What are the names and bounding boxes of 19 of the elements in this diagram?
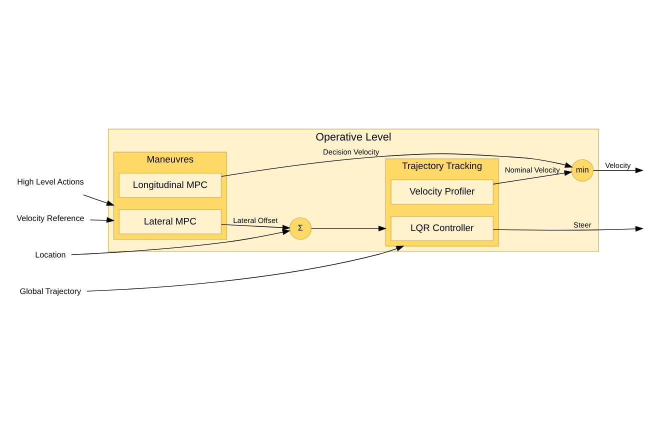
node-box: Lateral MPC [118, 209, 222, 234]
arrow [71, 229, 291, 256]
edge-label: Velocity [605, 161, 631, 170]
node-box: Longitudinal MPC [118, 172, 222, 198]
node-box: Velocity Profiler [390, 180, 494, 205]
edge-label: Decision Velocity [322, 148, 380, 157]
arrow [311, 226, 387, 232]
arrow [492, 226, 644, 232]
arrow [86, 246, 404, 292]
arrow [83, 194, 115, 206]
arrow [492, 170, 572, 184]
arrow [90, 217, 115, 223]
edge-label: Nominal Velocity [504, 165, 560, 174]
node-box: LQR Controller [390, 216, 494, 242]
edge-label: Lateral Offset [233, 216, 278, 225]
arrow [221, 224, 291, 230]
arrow [221, 153, 574, 177]
edge-label: Steer [574, 220, 592, 230]
arrow [593, 168, 644, 174]
